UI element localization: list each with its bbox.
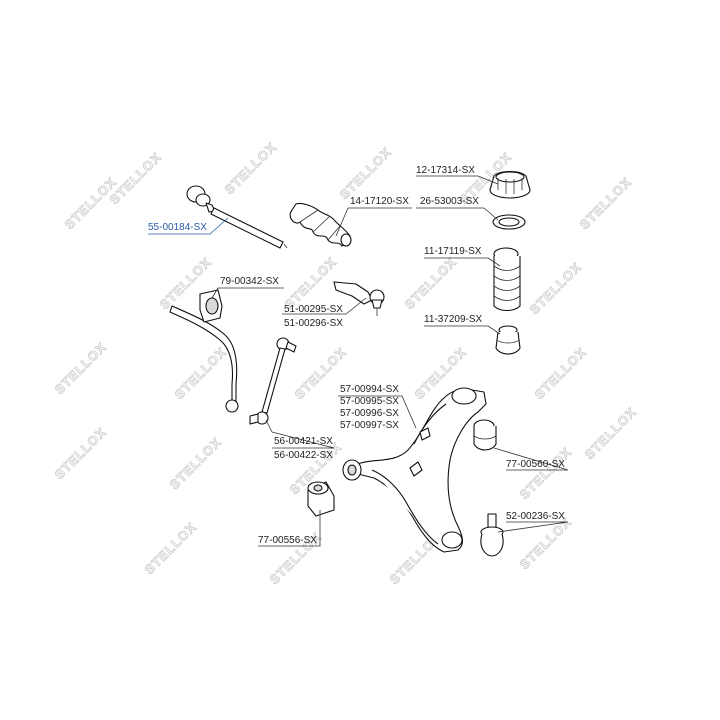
label-stabilizer-link-1: 56-00421-SX	[274, 436, 333, 447]
watermark: STELLOX	[532, 344, 590, 402]
lower-control-arm-part	[342, 387, 487, 553]
strut-mount-part	[489, 170, 531, 199]
dust-boot-part	[493, 247, 521, 312]
label-bump-stop: 11-37209-SX	[424, 314, 483, 325]
bearing-part	[492, 214, 526, 230]
label-control-arm-2: 57-00995-SX	[340, 396, 399, 407]
watermark: STELLOX	[107, 149, 165, 207]
label-tie-rod-end-1: 51-00295-SX	[284, 304, 343, 315]
bump-stop-part	[495, 325, 521, 355]
watermark: STELLOX	[172, 344, 230, 402]
leader-lines	[148, 175, 569, 547]
label-rack-boot: 14-17120-SX	[350, 196, 409, 207]
stabilizer-bar-part	[169, 289, 239, 413]
inner-tie-rod-part	[186, 185, 288, 249]
rear-bushing-part	[473, 419, 497, 451]
label-control-arm-1: 57-00994-SX	[340, 384, 399, 395]
label-dust-boot: 11-17119-SX	[424, 246, 482, 257]
watermark: STELLOX	[52, 424, 110, 482]
label-strut-mount: 12-17314-SX	[416, 165, 475, 176]
label-front-bushing: 77-00556-SX	[258, 535, 317, 546]
label-stabilizer-bushing: 79-00342-SX	[220, 276, 279, 287]
watermark: STELLOX	[517, 514, 575, 572]
label-bearing: 26-53003-SX	[420, 196, 479, 207]
watermark: STELLOX	[142, 519, 200, 577]
watermark: STELLOX	[222, 139, 280, 197]
label-control-arm-4: 57-00997-SX	[340, 420, 399, 431]
watermark: STELLOX	[577, 174, 635, 232]
label-tie-rod: 55-00184-SX	[148, 222, 207, 233]
label-control-arm-3: 57-00996-SX	[340, 408, 399, 419]
ball-joint-part	[480, 513, 504, 557]
stabilizer-link-part	[249, 337, 297, 433]
watermark: STELLOX	[402, 254, 460, 312]
label-stabilizer-link-2: 56-00422-SX	[274, 450, 333, 461]
label-tie-rod-end-2: 51-00296-SX	[284, 318, 343, 329]
rack-boot-part	[289, 202, 352, 247]
front-bushing-part	[307, 481, 335, 517]
tie-rod-end-part	[333, 281, 385, 316]
watermark: STELLOX	[167, 434, 225, 492]
watermark: STELLOX	[517, 444, 575, 502]
label-ball-joint: 52-00236-SX	[506, 511, 565, 522]
watermark: STELLOX	[337, 144, 395, 202]
watermark: STELLOX	[62, 174, 120, 232]
watermark: STELLOX	[527, 259, 585, 317]
label-rear-bushing: 77-00560-SX	[506, 459, 565, 470]
watermark: STELLOX	[52, 339, 110, 397]
watermark: STELLOX	[582, 404, 640, 462]
